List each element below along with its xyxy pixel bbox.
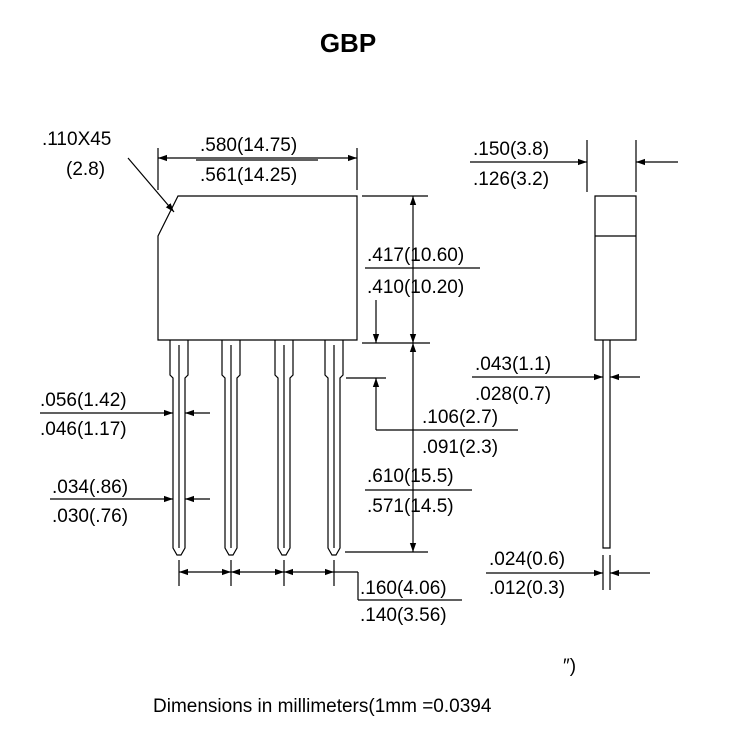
lead-1 bbox=[169, 340, 189, 556]
dim-side-lead-upper-max: .043(1.1) bbox=[475, 354, 551, 375]
dim-lead-length-min: .571(14.5) bbox=[367, 496, 454, 517]
dim-body-height-max: .417(10.60) bbox=[367, 245, 464, 266]
dim-chamfer-line1: .110X45 bbox=[42, 129, 111, 150]
dim-shoulder-length-max: .106(2.7) bbox=[422, 407, 498, 428]
dim-lead-width-min: .030(.76) bbox=[52, 506, 128, 527]
dim-side-lead-lower-max: .024(0.6) bbox=[489, 549, 565, 570]
dim-body-width-min: .561(14.25) bbox=[200, 165, 297, 186]
leader-chamfer bbox=[127, 157, 175, 213]
lead-4 bbox=[324, 340, 344, 556]
dim-lead-pitch-min: .140(3.56) bbox=[360, 605, 447, 626]
page-title: GBP bbox=[320, 28, 376, 58]
lead-3 bbox=[274, 340, 294, 556]
dim-thickness-max: .150(3.8) bbox=[473, 139, 549, 160]
dim-body-height-min: .410(10.20) bbox=[367, 277, 464, 298]
side-body-outline bbox=[594, 195, 637, 341]
dim-side-lead-upper-min: .028(0.7) bbox=[475, 384, 551, 405]
dim-lead-pitch-max: .160(4.06) bbox=[360, 578, 447, 599]
dim-side-lead-lower-min: .012(0.3) bbox=[489, 578, 565, 599]
dim-body-width-max: .580(14.75) bbox=[200, 135, 297, 156]
dim-shoulder-length-min: .091(2.3) bbox=[422, 437, 498, 458]
side-lead-outline bbox=[602, 340, 611, 549]
footer-dimensions-note: Dimensions in millimeters(1mm =0.0394 bbox=[153, 696, 492, 717]
front-body-outline bbox=[157, 195, 358, 341]
dim-lead-width-max: .034(.86) bbox=[52, 477, 128, 498]
dim-chamfer-line2: (2.8) bbox=[66, 159, 105, 180]
dim-shoulder-width-max: .056(1.42) bbox=[40, 390, 127, 411]
lead-2 bbox=[221, 340, 241, 556]
footer-unit-mark: ″) bbox=[563, 656, 576, 677]
dim-lead-length-max: .610(15.5) bbox=[367, 466, 454, 487]
dim-shoulder-width-min: .046(1.17) bbox=[40, 419, 127, 440]
dim-thickness-min: .126(3.2) bbox=[473, 169, 549, 190]
